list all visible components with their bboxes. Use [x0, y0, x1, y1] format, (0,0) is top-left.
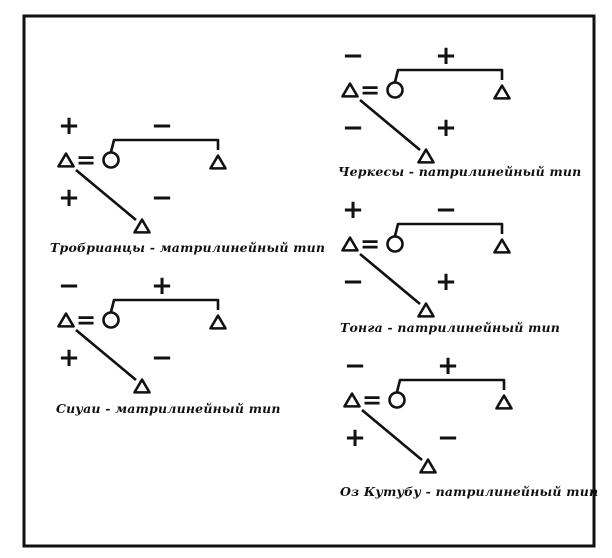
tonga-sign-br: +: [435, 267, 457, 297]
circassians-sign-bl: −: [342, 113, 364, 143]
oz-kutubu-wife-circle: [388, 391, 406, 409]
tonga-descent-line: [359, 253, 421, 305]
tonga-wife-circle: [386, 235, 404, 253]
tonga-brother-triangle: [493, 238, 511, 254]
circassians-sign-tr: +: [435, 41, 457, 71]
tonga-marriage-equals: =: [360, 230, 380, 258]
circassians-sibling-bracket: [393, 68, 504, 83]
tonga-sign-tl: +: [342, 195, 364, 225]
caption-trobriand: Тробрианцы - матрилинейный тип: [50, 240, 326, 255]
tonga-husband-triangle: [341, 236, 359, 252]
trobriand-sign-tr: −: [151, 111, 173, 141]
caption-circassians: Черкесы - патрилинейный тип: [338, 164, 582, 179]
oz-kutubu-sign-bl: +: [344, 423, 366, 453]
oz-kutubu-descent-line: [361, 409, 423, 461]
trobriand-sign-br: −: [151, 183, 173, 213]
caption-oz-kutubu: Оз Кутубу - патрилинейный тип: [340, 484, 599, 499]
trobriand-sign-bl: +: [58, 183, 80, 213]
trobriand-sibling-bracket: [109, 138, 220, 153]
caption-tonga: Тонга - патрилинейный тип: [340, 320, 561, 335]
oz-kutubu-sibling-bracket: [395, 378, 506, 393]
siuai-wife-circle: [102, 311, 120, 329]
circassians-son-triangle: [417, 148, 435, 164]
oz-kutubu-husband-triangle: [343, 392, 361, 408]
circassians-wife-circle: [386, 81, 404, 99]
siuai-sign-tl: −: [58, 271, 80, 301]
siuai-brother-triangle: [209, 314, 227, 330]
tonga-sign-bl: −: [342, 267, 364, 297]
siuai-descent-line: [75, 329, 137, 381]
siuai-son-triangle: [133, 378, 151, 394]
siuai-sign-tr: +: [151, 271, 173, 301]
trobriand-wife-circle: [102, 151, 120, 169]
circassians-sign-br: +: [435, 113, 457, 143]
trobriand-husband-triangle: [57, 152, 75, 168]
tonga-sign-tr: −: [435, 195, 457, 225]
trobriand-brother-triangle: [209, 154, 227, 170]
siuai-husband-triangle: [57, 312, 75, 328]
siuai-sign-br: −: [151, 343, 173, 373]
trobriand-sign-tl: +: [58, 111, 80, 141]
figure-border: [22, 14, 596, 548]
oz-kutubu-sign-br: −: [437, 423, 459, 453]
oz-kutubu-marriage-equals: =: [362, 386, 382, 414]
oz-kutubu-brother-triangle: [495, 394, 513, 410]
caption-siuai: Сиуаи - матрилинейный тип: [56, 401, 281, 416]
oz-kutubu-sign-tr: +: [437, 351, 459, 381]
siuai-sign-bl: +: [58, 343, 80, 373]
siuai-marriage-equals: =: [76, 306, 96, 334]
circassians-sign-tl: −: [342, 41, 364, 71]
trobriand-marriage-equals: =: [76, 146, 96, 174]
circassians-husband-triangle: [341, 82, 359, 98]
siuai-sibling-bracket: [109, 298, 220, 313]
oz-kutubu-sign-tl: −: [344, 351, 366, 381]
trobriand-son-triangle: [133, 218, 151, 234]
trobriand-descent-line: [75, 169, 137, 221]
circassians-marriage-equals: =: [360, 76, 380, 104]
tonga-sibling-bracket: [393, 222, 504, 237]
oz-kutubu-son-triangle: [419, 458, 437, 474]
tonga-son-triangle: [417, 302, 435, 318]
circassians-descent-line: [359, 99, 421, 151]
circassians-brother-triangle: [493, 84, 511, 100]
